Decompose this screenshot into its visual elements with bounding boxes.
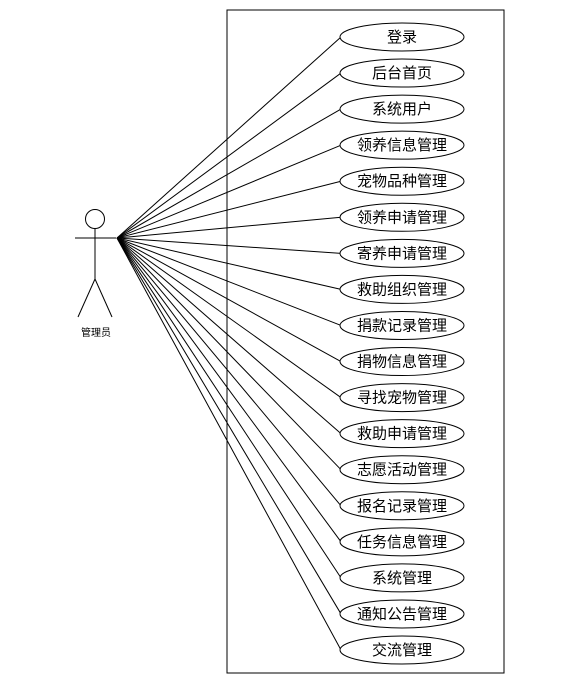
- use-case-ellipse: [339, 527, 465, 557]
- use-case-ellipse: [339, 130, 465, 160]
- use-cases: 登录后台首页系统用户领养信息管理宠物品种管理领养申请管理寄养申请管理救助组织管理…: [339, 22, 465, 665]
- use-case: 系统管理: [339, 563, 465, 593]
- use-case: 后台首页: [339, 58, 465, 88]
- association-line: [116, 237, 342, 507]
- use-case-label: 宠物品种管理: [357, 172, 447, 190]
- use-case-label: 系统管理: [372, 569, 432, 587]
- use-case-ellipse: [339, 166, 465, 196]
- use-case: 任务信息管理: [339, 527, 465, 557]
- association-line: [116, 237, 342, 543]
- use-case-ellipse: [339, 635, 465, 665]
- actor-right-leg: [94, 278, 113, 318]
- use-case-ellipse: [339, 94, 465, 124]
- use-case-label: 领养申请管理: [357, 208, 447, 226]
- system-boundary: [226, 9, 505, 674]
- use-case: 救助申请管理: [339, 419, 465, 449]
- actor-name: 管理员: [81, 326, 111, 339]
- use-case: 救助组织管理: [339, 274, 465, 304]
- use-case-ellipse: [339, 347, 465, 377]
- use-case-label: 救助组织管理: [357, 280, 447, 298]
- association-line: [116, 237, 342, 579]
- use-case-label: 领养信息管理: [357, 136, 447, 154]
- association-line: [116, 180, 342, 239]
- association-line: [116, 237, 342, 290]
- association-line: [116, 237, 342, 435]
- use-case: 捐款记录管理: [339, 310, 465, 340]
- use-case-ellipse: [339, 274, 465, 304]
- use-case: 宠物品种管理: [339, 166, 465, 196]
- use-case-label: 捐物信息管理: [357, 353, 447, 371]
- association-line: [116, 237, 342, 362]
- actor-head: [85, 209, 105, 229]
- use-case-label: 交流管理: [372, 641, 432, 659]
- use-case: 寄养申请管理: [339, 238, 465, 268]
- use-case-label: 捐款记录管理: [357, 316, 447, 334]
- use-case: 领养信息管理: [339, 130, 465, 160]
- use-case-label: 通知公告管理: [357, 605, 447, 623]
- association-line: [116, 72, 342, 239]
- association-line: [116, 216, 342, 239]
- use-case-label: 寄养申请管理: [357, 244, 447, 262]
- use-case-label: 报名记录管理: [357, 497, 447, 515]
- association-line: [116, 237, 342, 615]
- use-case-ellipse: [339, 58, 465, 88]
- use-case: 寻找宠物管理: [339, 383, 465, 413]
- association-line: [116, 237, 342, 398]
- association-line: [116, 237, 342, 326]
- use-case-ellipse: [339, 22, 465, 52]
- actor-admin: 管理员: [75, 209, 116, 339]
- use-case: 系统用户: [339, 94, 465, 124]
- use-case-ellipse: [339, 419, 465, 449]
- use-case: 领养申请管理: [339, 202, 465, 232]
- use-case-ellipse: [339, 599, 465, 629]
- association-line: [116, 237, 342, 254]
- use-case-label: 志愿活动管理: [357, 461, 447, 479]
- association-line: [116, 108, 342, 239]
- use-case: 捐物信息管理: [339, 347, 465, 377]
- use-case: 登录: [339, 22, 465, 52]
- use-case-ellipse: [339, 455, 465, 485]
- use-case-ellipse: [339, 491, 465, 521]
- association-lines: [116, 36, 342, 651]
- use-case: 报名记录管理: [339, 491, 465, 521]
- use-case-ellipse: [339, 310, 465, 340]
- use-case-label: 任务信息管理: [357, 533, 447, 551]
- use-case: 通知公告管理: [339, 599, 465, 629]
- association-line: [116, 36, 342, 239]
- use-case: 交流管理: [339, 635, 465, 665]
- association-line: [116, 237, 342, 471]
- use-case: 志愿活动管理: [339, 455, 465, 485]
- use-case-label: 系统用户: [372, 100, 432, 118]
- actor-left-leg: [77, 278, 96, 318]
- use-case-label: 救助申请管理: [357, 425, 447, 443]
- association-line: [116, 144, 342, 239]
- use-case-ellipse: [339, 383, 465, 413]
- use-case-ellipse: [339, 238, 465, 268]
- use-case-label: 登录: [387, 28, 417, 46]
- use-case-ellipse: [339, 563, 465, 593]
- use-case-ellipse: [339, 202, 465, 232]
- use-case-label: 寻找宠物管理: [357, 389, 447, 407]
- use-case-label: 后台首页: [372, 64, 432, 82]
- association-line: [116, 237, 342, 651]
